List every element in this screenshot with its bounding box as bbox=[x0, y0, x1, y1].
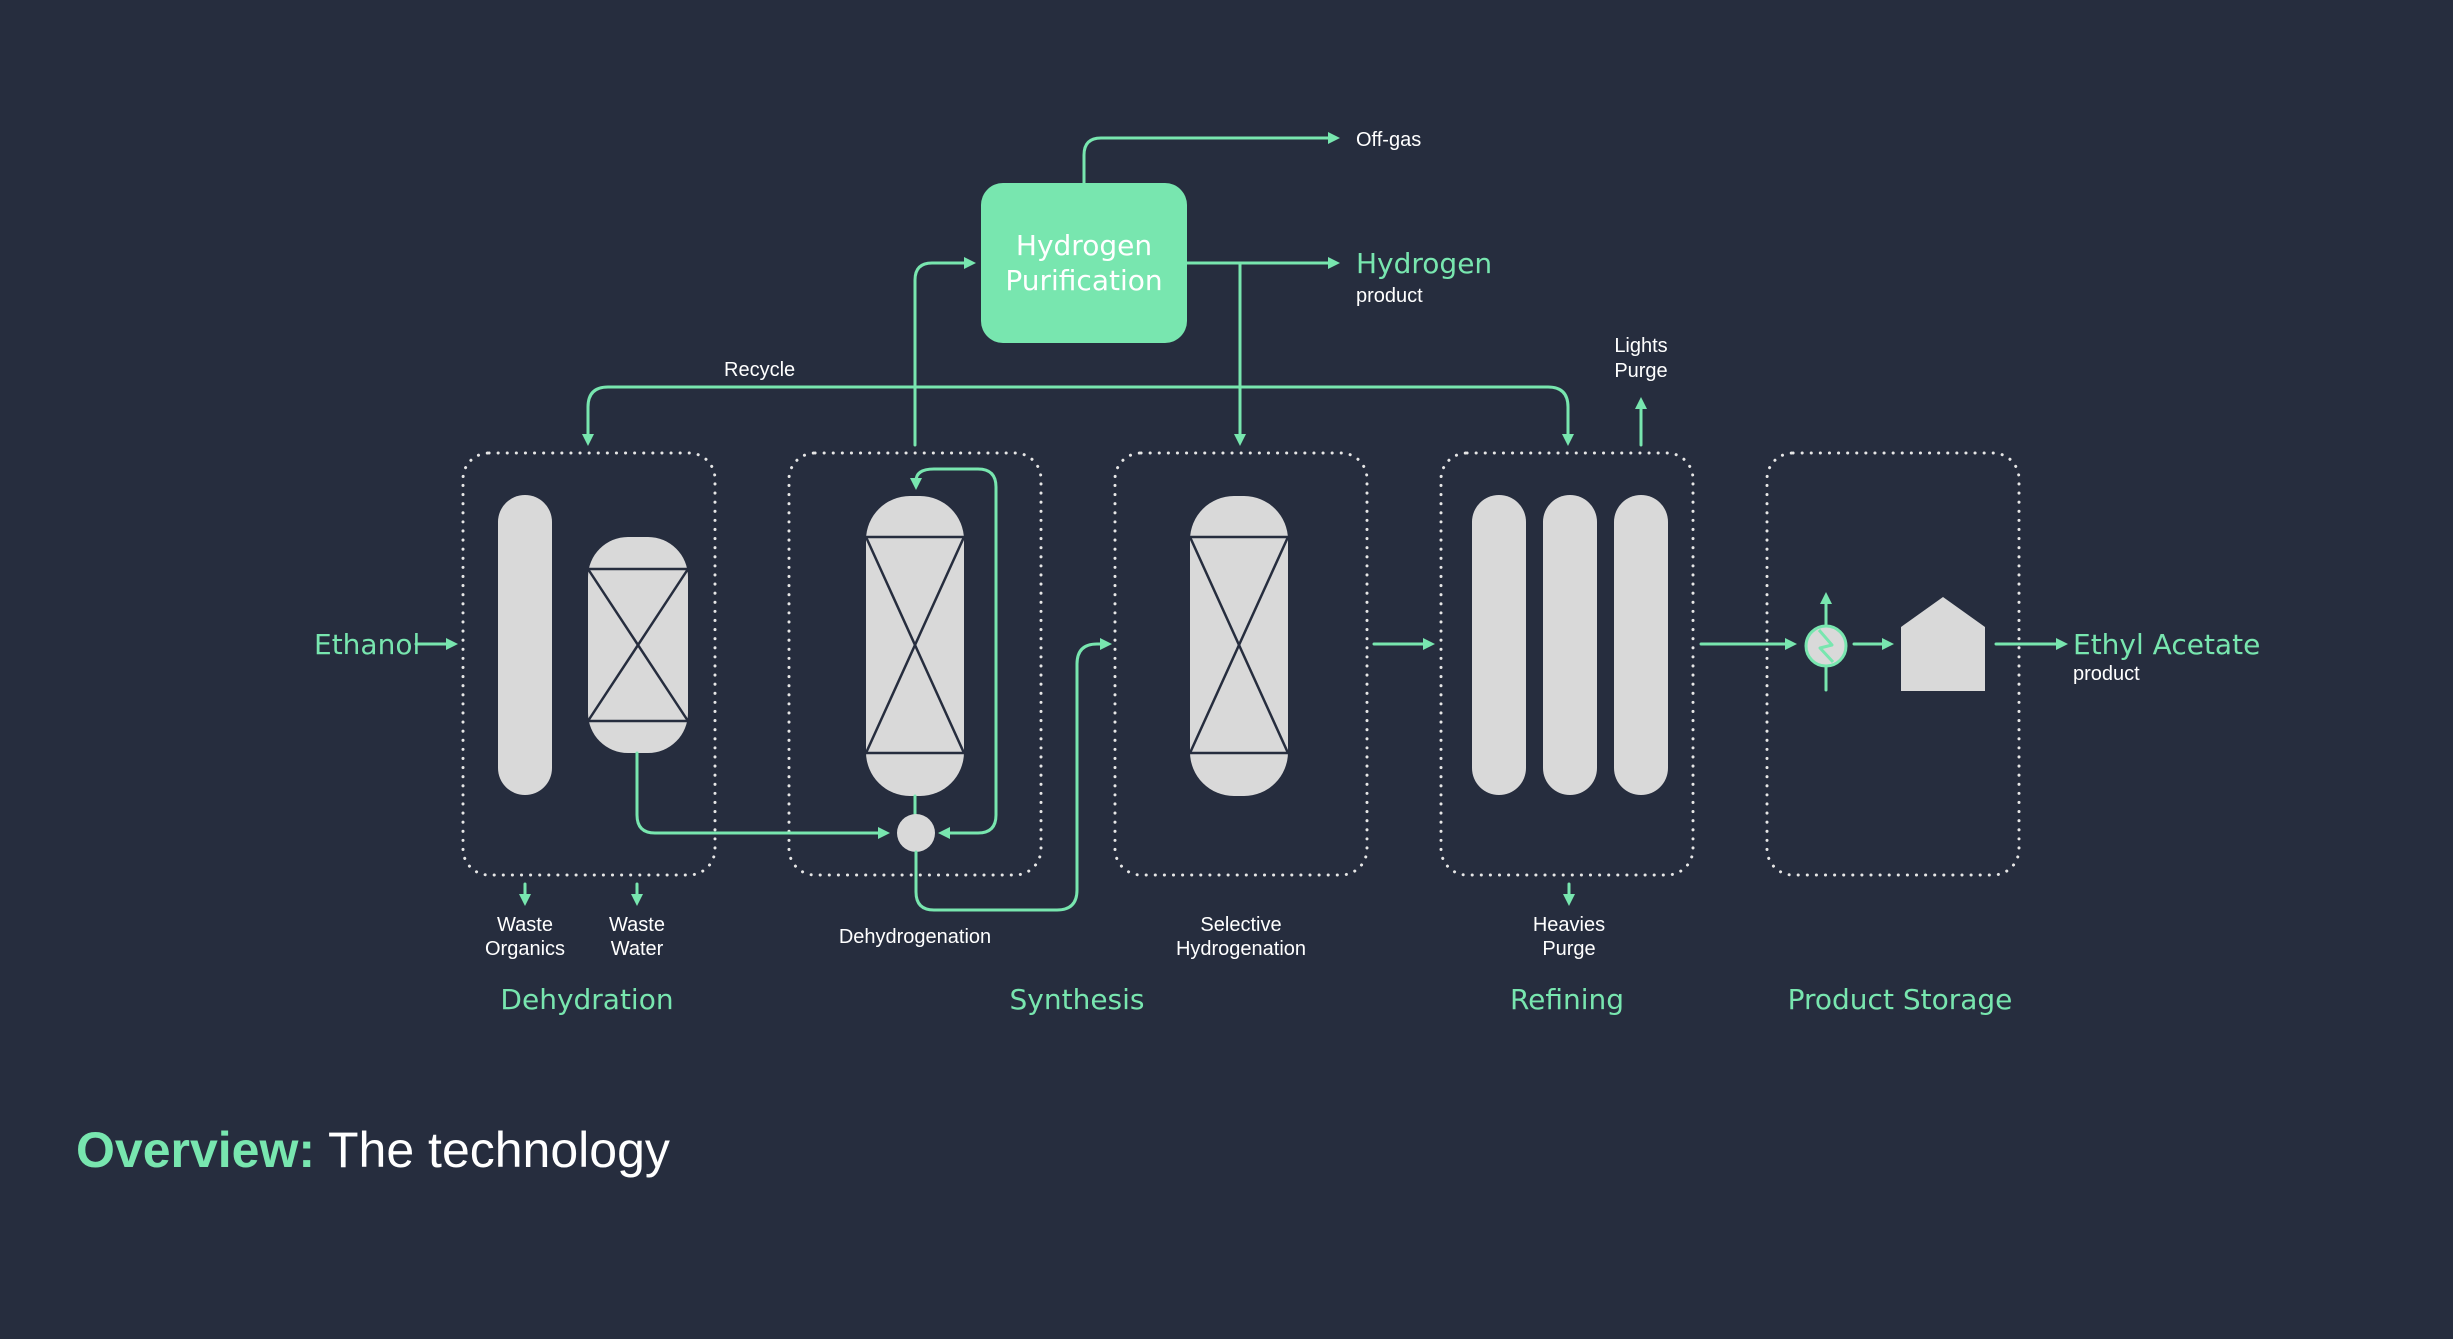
refining-column-2 bbox=[1543, 495, 1597, 795]
dehydration-to-mixer-arrowhead bbox=[878, 827, 890, 839]
ethanol-label: Ethanol bbox=[314, 628, 420, 661]
slide-title-text: The technology bbox=[315, 1122, 670, 1178]
dehydration-reactor bbox=[586, 537, 690, 753]
storage-tank-icon bbox=[1901, 597, 1985, 691]
slide-title-accent: Overview: bbox=[76, 1122, 316, 1178]
refining-to-storage-arrowhead bbox=[1785, 638, 1797, 650]
selective-hydrogenation-reactor bbox=[1188, 496, 1290, 796]
refining-column-3 bbox=[1614, 495, 1668, 795]
lights-purge-arrowhead bbox=[1635, 397, 1647, 409]
selective-hydrogenation-label-line1: Selective bbox=[1200, 914, 1281, 936]
section-title-dehydration: Dehydration bbox=[500, 983, 673, 1016]
waste-water-label-line1: Waste bbox=[609, 914, 665, 936]
off-gas-arrowhead bbox=[1328, 132, 1340, 144]
off-gas-label: Off-gas bbox=[1356, 129, 1421, 151]
lights-purge-label-line1: Lights bbox=[1614, 335, 1667, 357]
waste-organics-label-line1: Waste bbox=[497, 914, 553, 936]
refining-box bbox=[1439, 451, 1695, 877]
recycle-label: Recycle bbox=[724, 359, 795, 381]
ethyl-acetate-arrowhead bbox=[2056, 638, 2068, 650]
product-storage-box bbox=[1765, 451, 2021, 877]
dehydration-to-mixer-line bbox=[635, 751, 882, 835]
mixer-to-hydrogenation-arrowhead bbox=[1100, 638, 1112, 650]
dehydrogenation-internal-recycle-line bbox=[914, 467, 998, 835]
waste-organics-arrowhead bbox=[519, 894, 531, 906]
selective-hydrogenation-box bbox=[1113, 451, 1369, 877]
internal-recycle-arrowhead-mixer bbox=[938, 827, 950, 839]
hydrogen-product-label: Hydrogen bbox=[1356, 247, 1492, 280]
recycle-arrowhead-refining bbox=[1562, 434, 1574, 446]
section-title-refining: Refining bbox=[1510, 983, 1624, 1016]
selective-hydrogenation-label-line2: Hydrogenation bbox=[1176, 938, 1306, 960]
hydrogen-purification-label-line2: Purification bbox=[1005, 264, 1162, 297]
section-title-product-storage: Product Storage bbox=[1788, 983, 2013, 1016]
heavies-purge-label-line1: Heavies bbox=[1533, 914, 1605, 936]
exchanger-to-tank-arrowhead bbox=[1882, 638, 1894, 650]
internal-recycle-arrowhead-reactor bbox=[910, 478, 922, 490]
recycle-arrowhead-dehydration bbox=[582, 434, 594, 446]
heat-exchanger-icon bbox=[1804, 592, 1848, 692]
waste-water-arrowhead bbox=[631, 894, 643, 906]
dehydration-box bbox=[461, 451, 717, 877]
hydrogenation-to-refining-arrowhead bbox=[1423, 638, 1435, 650]
mixer-node bbox=[897, 814, 935, 852]
heavies-purge-arrowhead bbox=[1563, 894, 1575, 906]
ethanol-feed-arrowhead bbox=[446, 638, 458, 650]
waste-organics-label-line2: Organics bbox=[485, 938, 565, 960]
hydrogen-purification-box bbox=[981, 183, 1187, 343]
off-gas-line bbox=[1082, 136, 1332, 185]
dehydrogenation-to-purification-line bbox=[913, 261, 968, 447]
refining-column-1 bbox=[1472, 495, 1526, 795]
slide-title: Overview: The technology bbox=[76, 1120, 670, 1180]
lights-purge-label-line2: Purge bbox=[1614, 360, 1667, 382]
section-title-synthesis: Synthesis bbox=[1010, 983, 1145, 1016]
waste-water-label-line2: Water bbox=[611, 938, 664, 960]
hydrogen-purification-label-line1: Hydrogen bbox=[1016, 229, 1152, 262]
ethyl-acetate-sublabel: product bbox=[2073, 663, 2140, 685]
hydrogen-to-hydrogenation-arrowhead bbox=[1234, 434, 1246, 446]
recycle-line bbox=[586, 385, 1570, 438]
dehydration-column bbox=[498, 495, 552, 795]
dehydrogenation-label: Dehydrogenation bbox=[839, 926, 991, 948]
ethyl-acetate-label: Ethyl Acetate bbox=[2073, 628, 2260, 661]
dehydrogenation-box bbox=[787, 451, 1043, 877]
hydrogen-product-sublabel: product bbox=[1356, 285, 1423, 307]
hydrogen-product-arrowhead bbox=[1328, 257, 1340, 269]
mixer-to-hydrogenation-line bbox=[914, 642, 1104, 912]
dehydrogenation-reactor bbox=[864, 496, 966, 796]
dehydrogenation-to-purification-arrowhead bbox=[964, 257, 976, 269]
heavies-purge-label-line2: Purge bbox=[1542, 938, 1595, 960]
